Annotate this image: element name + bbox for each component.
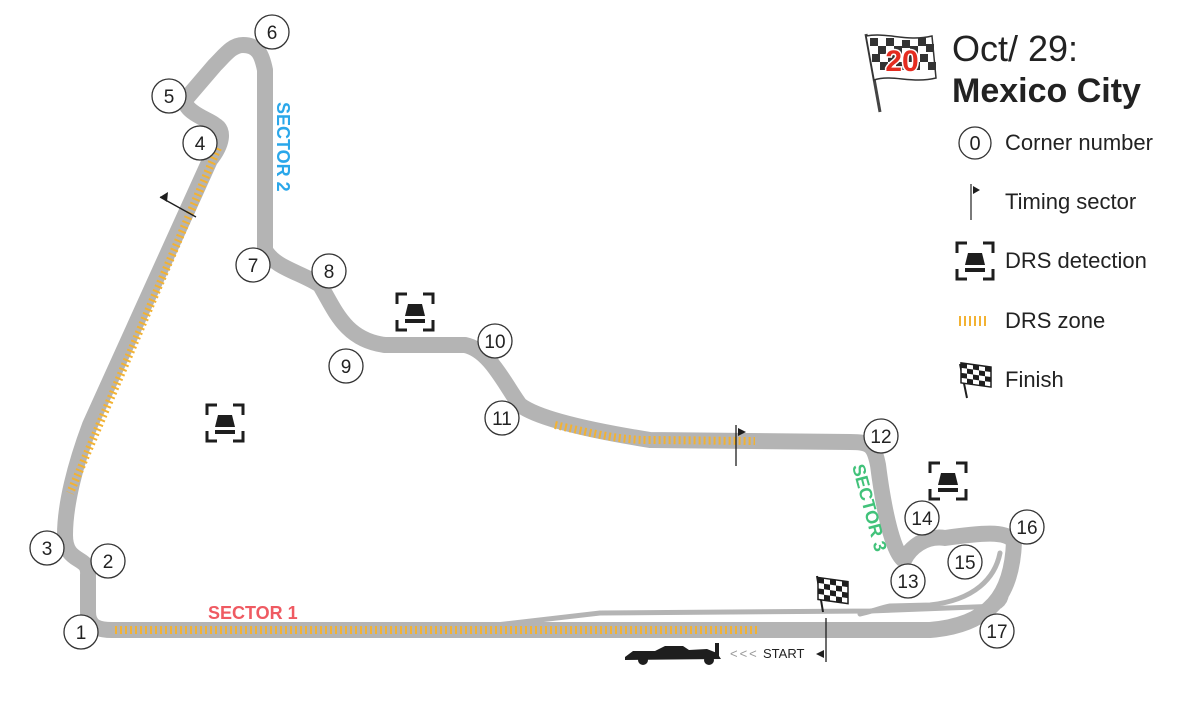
corner-marker-14: 14 xyxy=(904,500,940,536)
corner-circle xyxy=(484,400,520,436)
corner-marker-5: 5 xyxy=(151,78,187,114)
corner-circle xyxy=(29,530,65,566)
corner-circle xyxy=(947,544,983,580)
corner-number: 8 xyxy=(324,262,335,283)
corner-number: 10 xyxy=(484,332,505,353)
corner-marker-10: 10 xyxy=(477,323,513,359)
corner-circle xyxy=(151,78,187,114)
corner-marker-11: 11 xyxy=(484,400,520,436)
corner-number: 16 xyxy=(1016,518,1037,539)
corner-number: 5 xyxy=(164,87,175,108)
corner-number: 12 xyxy=(870,427,891,448)
corner-number: 9 xyxy=(341,357,352,378)
corner-marker-8: 8 xyxy=(311,253,347,289)
corner-circle xyxy=(328,348,364,384)
round-number: 20 xyxy=(885,45,918,78)
start-arrows: <<< xyxy=(730,646,759,661)
track-outline xyxy=(57,37,1022,638)
legend-drs-detection: DRS detection xyxy=(955,241,1195,281)
timing-sector-marker-3 xyxy=(816,618,827,662)
corner-marker-4: 4 xyxy=(182,125,218,161)
legend-label-finish: Finish xyxy=(1005,367,1064,392)
corner-marker-6: 6 xyxy=(254,14,290,50)
drs-zone-icon xyxy=(959,316,989,326)
timing-sector-marker-2 xyxy=(735,425,746,466)
corner-circle xyxy=(235,247,271,283)
legend-label-drs-zone: DRS zone xyxy=(1005,308,1106,333)
corner-marker-1: 1 xyxy=(63,614,99,650)
event-date: Oct/ 29: xyxy=(952,28,1079,69)
stadium-loop xyxy=(857,550,1003,617)
drs-detection-icon xyxy=(928,461,968,501)
legend-label-timing-sector: Timing sector xyxy=(1005,189,1137,214)
legend-finish: Finish xyxy=(955,360,1195,400)
corner-number: 6 xyxy=(267,23,278,44)
start-label: START xyxy=(763,646,804,661)
corner-number: 7 xyxy=(248,256,259,277)
legend-label-corner-number: Corner number xyxy=(1005,130,1153,155)
corner-circle xyxy=(477,323,513,359)
drs-detection-icon xyxy=(955,241,995,281)
drs-detection-icon xyxy=(395,292,435,332)
corner-number: 11 xyxy=(492,409,512,430)
corner-circle xyxy=(890,563,926,599)
corner-circle xyxy=(63,614,99,650)
sector-label-2: SECTOR 2 xyxy=(273,102,293,192)
corner-marker-7: 7 xyxy=(235,247,271,283)
timing-sector-icon xyxy=(970,184,980,220)
corner-number: 2 xyxy=(103,552,114,573)
corner-marker-9: 9 xyxy=(328,348,364,384)
corner-circle xyxy=(904,500,940,536)
corner-marker-15: 15 xyxy=(947,544,983,580)
timing-sector-marker-1 xyxy=(159,192,197,218)
finish-flag-icon xyxy=(816,575,849,613)
corner-marker-13: 13 xyxy=(890,563,926,599)
legend-drs-zone: DRS zone xyxy=(955,301,1195,341)
corner-number: 17 xyxy=(986,622,1007,643)
event-city: Mexico City xyxy=(952,72,1141,110)
corner-number: 15 xyxy=(954,553,975,574)
corner-circle xyxy=(90,543,126,579)
finish-flag-icon xyxy=(959,361,992,399)
sector-label-1: SECTOR 1 xyxy=(208,603,298,623)
corner-number: 14 xyxy=(911,509,933,530)
legend-corner-number: 0 Corner number xyxy=(955,123,1195,163)
corner-circle xyxy=(182,125,218,161)
corner-number: 1 xyxy=(76,623,87,644)
legend-label-drs-detection: DRS detection xyxy=(1005,248,1147,273)
corner-marker-17: 17 xyxy=(979,613,1015,649)
corner-circle xyxy=(1009,509,1045,545)
corner-marker-16: 16 xyxy=(1009,509,1045,545)
corner-circle xyxy=(863,418,899,454)
corner-marker-3: 3 xyxy=(29,530,65,566)
corner-number: 3 xyxy=(42,539,53,560)
corner-circle xyxy=(979,613,1015,649)
round-flag-icon: 20 xyxy=(864,33,937,113)
corner-circle xyxy=(254,14,290,50)
drs-detection-icon xyxy=(205,403,245,443)
corner-circle xyxy=(311,253,347,289)
corner-number: 4 xyxy=(195,134,206,155)
f1-car-icon xyxy=(625,643,721,665)
corner-number: 13 xyxy=(897,572,918,593)
corner-marker-12: 12 xyxy=(863,418,899,454)
legend-timing-sector: Timing sector xyxy=(955,182,1195,222)
corner-marker-2: 2 xyxy=(90,543,126,579)
corner-number-icon: 0 xyxy=(958,126,992,160)
corner-number-glyph: 0 xyxy=(969,133,980,155)
